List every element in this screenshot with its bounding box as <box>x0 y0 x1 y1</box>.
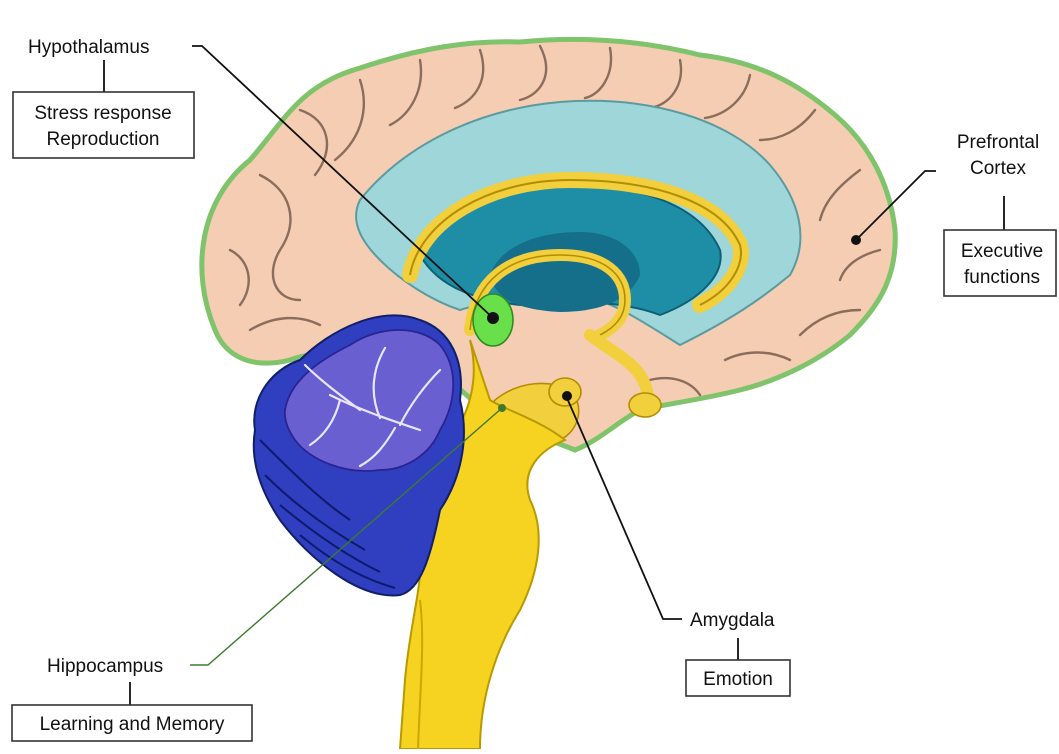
hypothalamus-function-line-1: Stress response <box>34 103 171 124</box>
hypothalamus-label: Hypothalamus <box>28 37 149 58</box>
prefrontal-function-line-1: Executive <box>961 241 1043 262</box>
prefrontal-function-line-2: functions <box>964 267 1040 288</box>
hippocampus-dot <box>498 404 506 412</box>
amygdala-function-text: Emotion <box>703 669 773 690</box>
hippocampus-label: Hippocampus <box>47 656 163 677</box>
prefrontal-dot <box>851 235 861 245</box>
prefrontal-label-line-2: Cortex <box>970 158 1026 179</box>
prefrontal-label-line-1: Prefrontal <box>957 132 1039 153</box>
hypothalamus-function-line-2: Reproduction <box>46 129 159 150</box>
hippocampus-function-text: Learning and Memory <box>40 714 225 735</box>
hypothalamus-dot <box>487 312 499 324</box>
amygdala-label: Amygdala <box>690 610 775 631</box>
amygdala-dot <box>562 391 572 401</box>
